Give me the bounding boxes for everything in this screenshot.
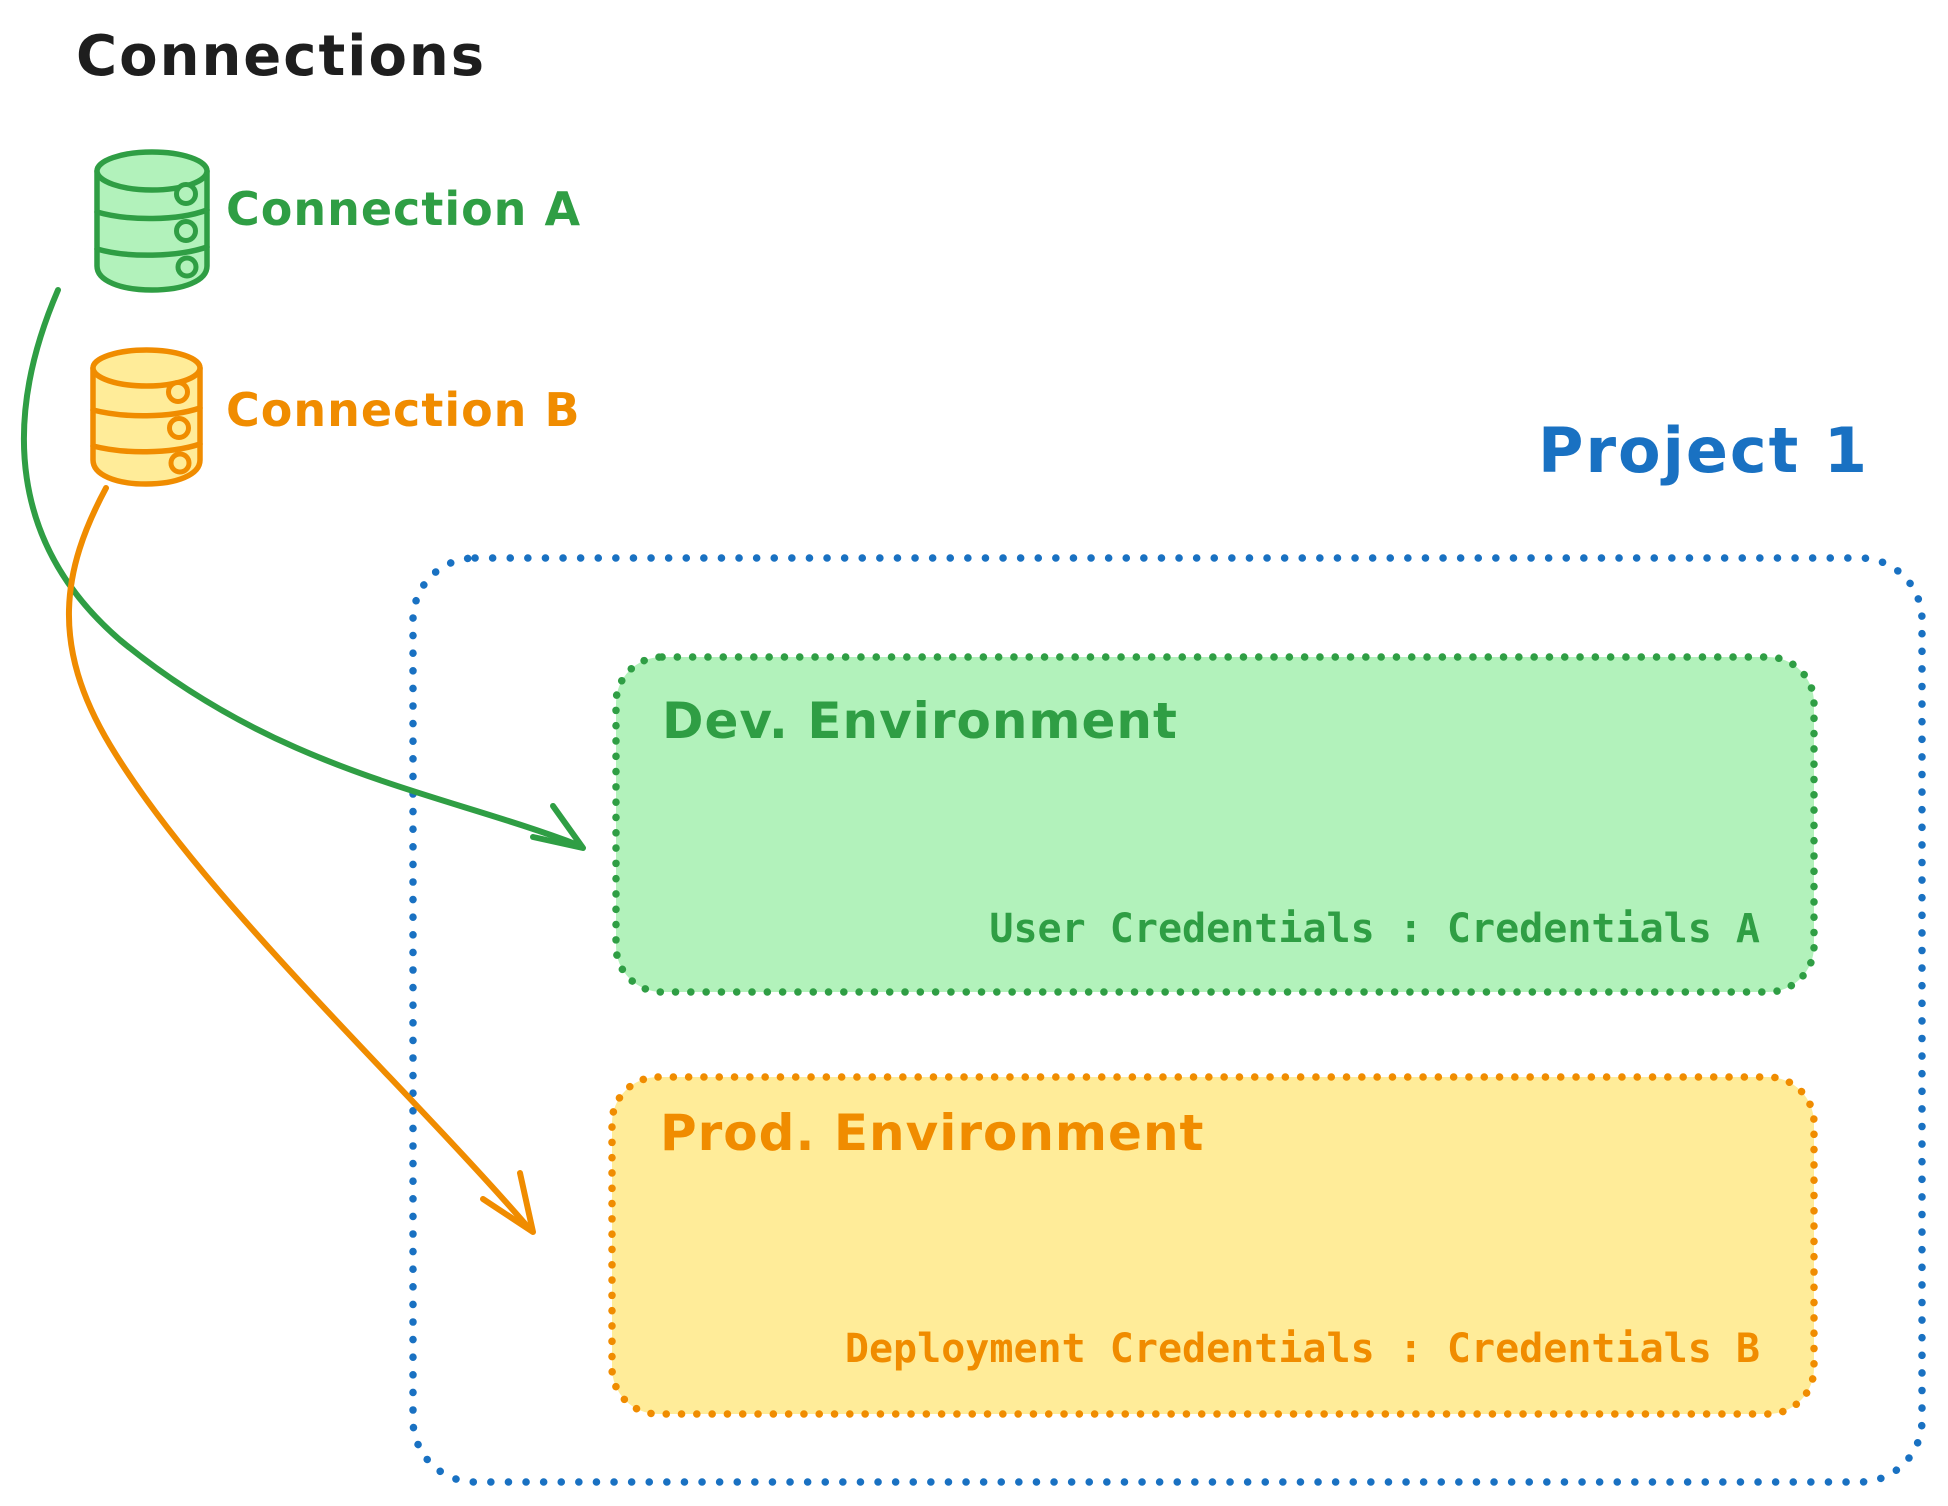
connection-a-label: Connection A	[226, 182, 582, 236]
project-boundary-box	[409, 554, 1926, 1486]
dev-environment-box	[612, 653, 1818, 996]
connection-b-database-icon	[90, 347, 203, 487]
dev-environment-credentials: User Credentials : Credentials A	[989, 906, 1760, 952]
connections-panel-title: Connections	[76, 24, 487, 89]
prod-environment-box	[608, 1073, 1818, 1418]
connection-b-label: Connection B	[226, 383, 581, 437]
arrow-connection-b-to-prod	[65, 485, 536, 1235]
arrow-connection-a-to-dev	[20, 287, 586, 851]
prod-environment-credentials: Deployment Credentials : Credentials B	[844, 1326, 1760, 1372]
prod-environment-title: Prod. Environment	[660, 1104, 1205, 1162]
connection-a-database-icon	[94, 149, 210, 293]
dev-environment-title: Dev. Environment	[662, 692, 1178, 750]
project-title: Project 1	[1538, 414, 1870, 487]
